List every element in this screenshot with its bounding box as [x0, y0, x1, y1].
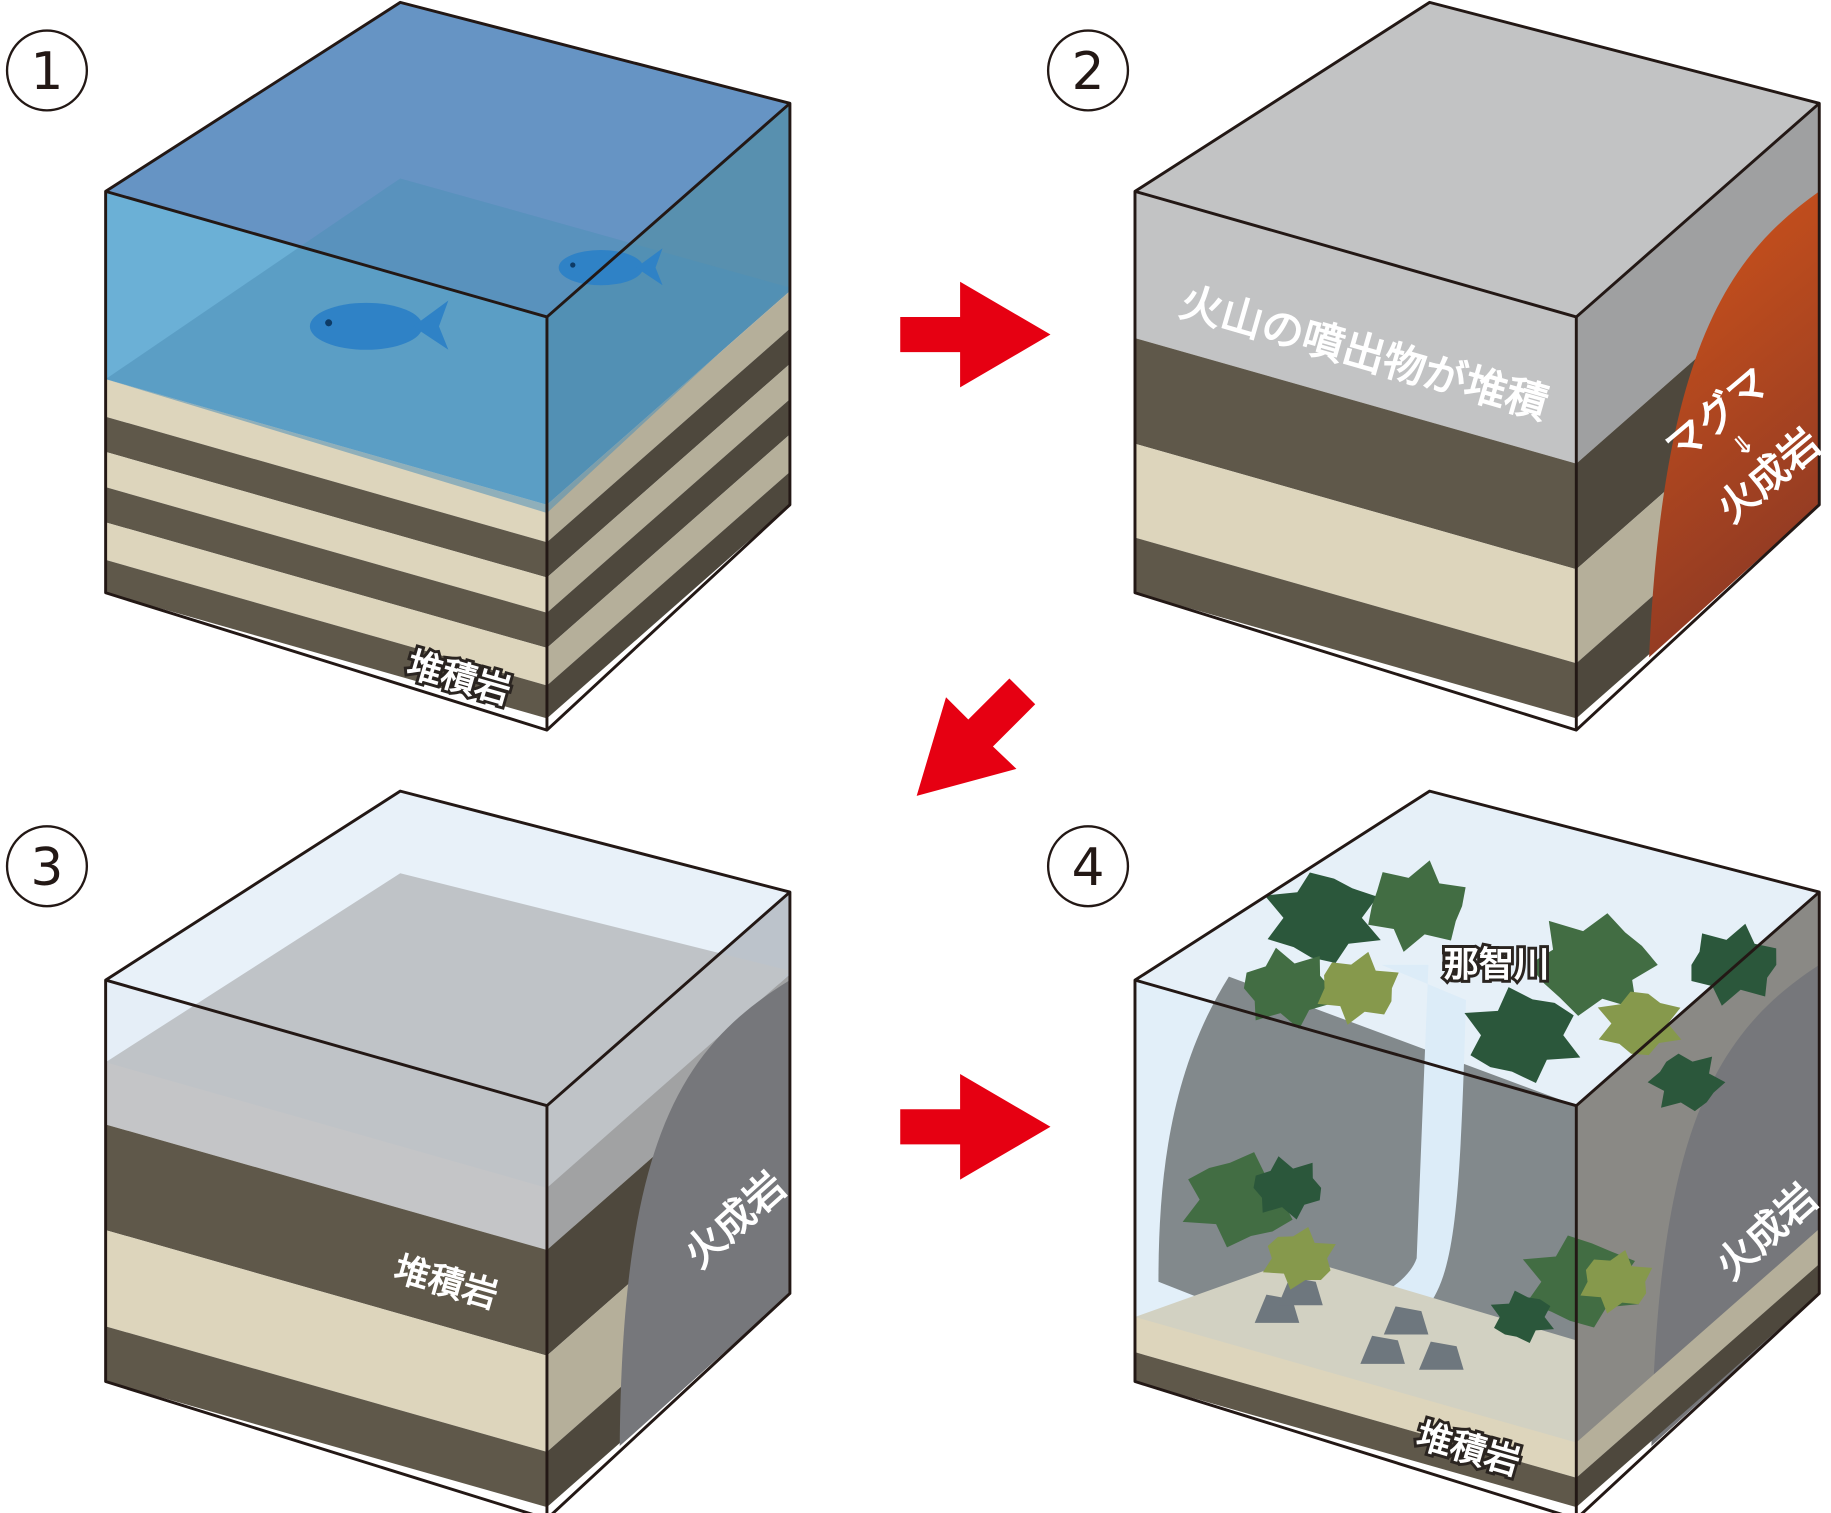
cube-step-4-nachi-falls — [1133, 789, 1821, 1513]
layer-1-front — [105, 416, 547, 578]
layer-2-front — [1134, 443, 1577, 664]
cube-outline — [104, 0, 792, 732]
layer-4-front — [105, 522, 547, 686]
tree-foliage — [1647, 1053, 1726, 1112]
layer-0-front — [1134, 1316, 1577, 1478]
step-number-2-text: 2 — [1072, 42, 1105, 102]
riverbed — [1134, 1258, 1577, 1447]
cube-step-3-erosion — [104, 789, 792, 1513]
layer-4-side — [546, 434, 790, 686]
layer-5-side — [546, 471, 790, 719]
tree-foliage — [1528, 913, 1658, 1016]
layer-3-side — [546, 399, 790, 648]
layer-0-front — [105, 1062, 547, 1251]
fish-eye — [570, 262, 576, 268]
rock — [1419, 1341, 1464, 1370]
step-number-1-text: 1 — [31, 42, 64, 102]
step-number-2: 2 — [1046, 29, 1130, 112]
tree-foliage — [1243, 947, 1331, 1030]
tree-foliage — [1262, 1227, 1336, 1290]
cube-edge — [105, 890, 791, 1108]
layer-0-side — [1576, 103, 1820, 464]
fish-body — [309, 302, 423, 350]
fish-tail — [636, 248, 663, 286]
layer-5-front — [105, 559, 547, 719]
step-number-1: 1 — [5, 29, 89, 112]
step-number-3: 3 — [5, 825, 89, 908]
fish-eye — [325, 319, 333, 327]
cube-outline — [104, 789, 792, 1513]
layer-1-side — [1576, 1264, 1820, 1508]
tree-foliage — [1253, 1156, 1322, 1220]
cube-step-1-sea-sediment — [104, 0, 792, 732]
fish-icon — [309, 300, 449, 350]
layer-1-side — [546, 328, 790, 578]
arrow-diagonal-2-to-3 — [916, 678, 1036, 796]
rock — [1360, 1335, 1405, 1364]
layer-2-front — [105, 451, 547, 613]
layer-3-front — [105, 1326, 547, 1508]
tree-foliage — [1490, 1290, 1555, 1344]
layer-3-front — [105, 487, 547, 648]
tree-foliage — [1317, 951, 1399, 1025]
rock — [1383, 1306, 1429, 1335]
layer-2-side — [546, 363, 790, 613]
step-number-4-text: 4 — [1072, 838, 1105, 898]
tree-foliage — [1464, 987, 1581, 1084]
layer-1-front — [1134, 1352, 1577, 1508]
step-number-3-text: 3 — [31, 838, 64, 898]
layer-1-front — [1134, 338, 1577, 570]
cube-outline — [1133, 789, 1821, 1513]
arrow-right-3-to-4 — [900, 1073, 1051, 1180]
layer-2-front — [105, 1230, 547, 1452]
cube-edge — [1134, 890, 1821, 1108]
tree-foliage — [1264, 872, 1381, 963]
volcanic-top — [1134, 2, 1820, 317]
magma-intrusion — [1649, 191, 1820, 658]
layer-0-side — [1576, 1228, 1820, 1478]
layer-0-front — [1134, 191, 1577, 464]
tree-foliage — [1597, 991, 1682, 1056]
layer-0-front — [105, 379, 547, 543]
cube-step-2-volcanic-deposit — [1133, 0, 1821, 732]
layer-1-front — [105, 1124, 547, 1356]
tree-foliage — [1368, 860, 1466, 952]
igneous-rock — [619, 980, 790, 1447]
step-number-4: 4 — [1046, 825, 1130, 908]
label-nachi-river: 那智川 — [1444, 945, 1550, 986]
water-top — [105, 2, 790, 317]
arrow-right-1-to-2 — [900, 281, 1051, 388]
layer-3-front — [1134, 537, 1577, 719]
layer-0-side — [546, 291, 790, 543]
fish-tail — [413, 300, 449, 350]
tree-foliage — [1580, 1250, 1653, 1314]
waterfall — [1299, 964, 1466, 1341]
cube-outline — [1133, 0, 1821, 732]
